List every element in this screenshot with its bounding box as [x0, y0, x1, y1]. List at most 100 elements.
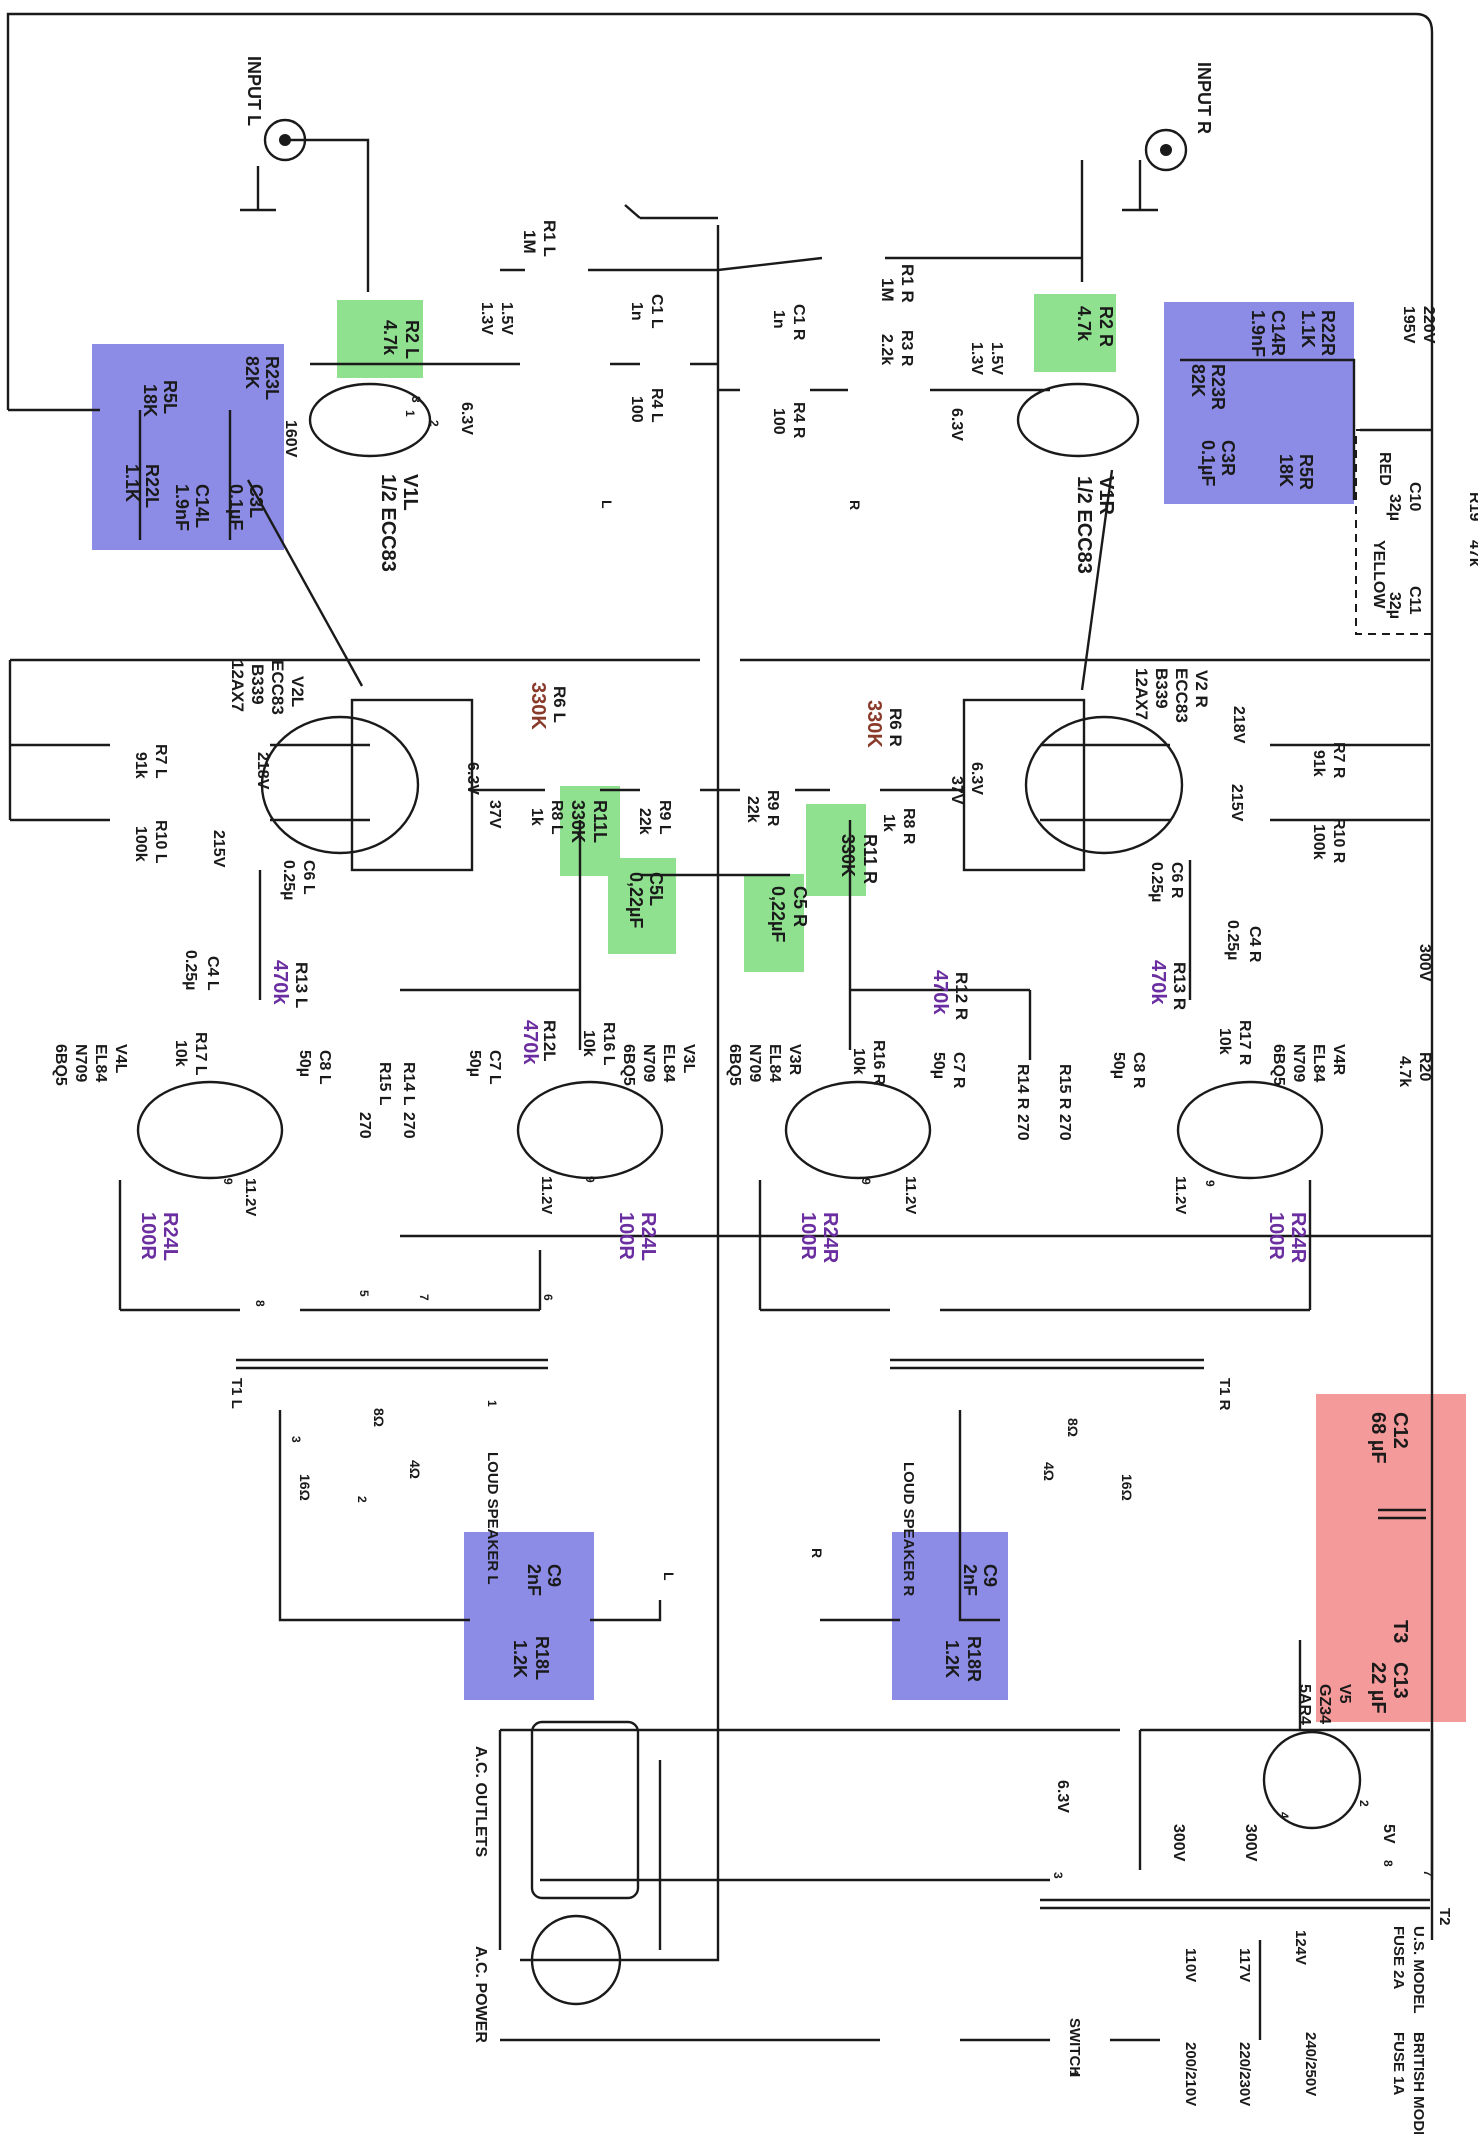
c8l-value: 50µ — [296, 1050, 313, 1077]
c11-value: 32µ — [1386, 592, 1403, 619]
v4r-n709: N709 — [1290, 1044, 1307, 1082]
r17r-label: R17 R — [1236, 1020, 1253, 1066]
v2l-218: 218V — [254, 752, 271, 790]
c4l-label: C4 L — [204, 956, 221, 991]
c3r-value: 0.1µF — [1198, 440, 1218, 486]
c5l-label: C5L — [646, 872, 666, 906]
v5-label: V5 — [1336, 1684, 1353, 1704]
tube-v2l — [260, 715, 420, 855]
c14r-value: 1.9nF — [1248, 310, 1268, 357]
r13r-value: 470k — [1147, 960, 1169, 1005]
pin-1-switch: 1 — [1067, 2070, 1081, 2077]
r22r-value: 1.1K — [1298, 310, 1318, 348]
r4l-label: R4 L — [648, 388, 665, 423]
c12-label: C12 — [1389, 1412, 1411, 1449]
tube-v2r — [1024, 715, 1184, 855]
ac-outlets-symbol — [530, 1720, 640, 1900]
supply-195: 195V — [1400, 306, 1417, 344]
r15r-label: R15 R — [1056, 1064, 1073, 1110]
r17l-value: 10k — [172, 1040, 189, 1067]
speaker-l-label: LOUD SPEAKER L — [484, 1452, 501, 1585]
r2r-value: 4.7k — [1074, 306, 1094, 342]
c8r-label: C8 R — [1130, 1052, 1147, 1089]
pin-8-t1l: 8 — [253, 1300, 267, 1307]
pin-7-t2: 7 — [1421, 1870, 1435, 1877]
us-model-label: U.S. MODEL — [1410, 1926, 1427, 2014]
v4l-6bq5: 6BQ5 — [52, 1044, 69, 1086]
r8r-value: 1k — [880, 814, 897, 832]
input-jack-right-center — [1160, 144, 1172, 156]
pin-8-v5: 8 — [1381, 1860, 1395, 1867]
c5l-value: 0,22µF — [626, 872, 646, 928]
r12r-label: R12 R — [952, 972, 971, 1020]
net-marker-l-1: L — [599, 500, 615, 509]
pin-2-t1l: 2 — [355, 1496, 369, 1503]
pin-7-t1l: 7 — [417, 1294, 431, 1301]
v2l-63: 6.3V — [464, 762, 481, 795]
v3l-6bq5: 6BQ5 — [620, 1044, 637, 1086]
r10l-value: 100k — [132, 826, 149, 862]
v300-label: 300V — [1416, 944, 1433, 982]
c7l-label: C7 L — [486, 1050, 503, 1085]
c6l-value: 0.25µ — [280, 860, 297, 900]
r12l-value: 470k — [519, 1020, 541, 1065]
c3l-value: 0.1µF — [226, 484, 246, 530]
r23r-value: 82K — [1188, 364, 1208, 397]
tube-v4r — [1176, 1080, 1324, 1180]
r13l-label: R13 L — [292, 962, 311, 1008]
v3l-label: V3L — [680, 1044, 697, 1074]
c7r-label: C7 R — [950, 1052, 967, 1089]
r14l-label: R14 L — [400, 1062, 417, 1106]
tube-v5 — [1262, 1730, 1362, 1830]
ac-power-label: A.C. POWER — [472, 1946, 489, 2043]
highlight-feedback-left — [92, 344, 284, 550]
highlight-choke-filter — [1316, 1394, 1466, 1722]
c9r-value: 2nF — [960, 1564, 980, 1596]
c6r-label: C6 R — [1168, 862, 1185, 899]
pin-9-v4r: 9 — [1203, 1180, 1217, 1187]
switch-label: SWITCH — [1066, 2018, 1083, 2077]
sec-300a-label: 300V — [1170, 1824, 1187, 1862]
r12r-value: 470k — [929, 970, 951, 1015]
tap-4-l: 4Ω — [407, 1460, 423, 1479]
highlight-feedback-right — [1164, 302, 1354, 504]
c11-label: C11 — [1406, 586, 1423, 615]
tap-4-r: 4Ω — [1041, 1462, 1057, 1481]
v1r-type: 1/2 ECC83 — [1073, 476, 1095, 574]
british-model-label: BRITISH MODEL — [1410, 2032, 1427, 2134]
r10l-label: R10 L — [152, 820, 169, 864]
r11r-value: 330K — [838, 834, 858, 877]
r14r-label: R14 R — [1014, 1064, 1031, 1110]
v3l-el84: EL84 — [660, 1044, 677, 1082]
r23r-label: R23R — [1208, 364, 1228, 410]
wiring — [6, 12, 1434, 2042]
c1l-label: C1 L — [648, 294, 665, 329]
r17l-label: R17 L — [192, 1032, 209, 1076]
v2r-37: 37V — [948, 776, 965, 805]
supply-220: 220V — [1420, 306, 1437, 344]
net-marker-r-2: R — [809, 1548, 825, 1558]
c13-label: C13 — [1389, 1662, 1411, 1699]
r24r-a-label: R24R — [819, 1212, 841, 1264]
r15r-value: 270 — [1056, 1114, 1073, 1141]
net-marker-l-2: L — [661, 1572, 677, 1581]
c8l-label: C8 L — [316, 1050, 333, 1085]
r16l-value: 10k — [580, 1030, 597, 1057]
r16l-label: R16 L — [600, 1022, 617, 1066]
r9l-value: 22k — [636, 808, 653, 835]
r20-value: 4.7k — [1396, 1056, 1413, 1087]
r4r-value: 100 — [770, 408, 787, 435]
r19-label: R19 — [1466, 492, 1478, 521]
r1l-label: R1 L — [540, 220, 559, 257]
c14r-label: C14R — [1268, 310, 1288, 356]
r5l-value: 18K — [140, 384, 160, 417]
c3l-label: C3L — [246, 484, 266, 518]
v1l-type: 1/2 ECC83 — [377, 474, 399, 572]
sec-63-label: 6.3V — [1054, 1780, 1071, 1813]
r18l-value: 1.2K — [510, 1640, 530, 1678]
r7l-label: R7 L — [152, 744, 169, 779]
pin-2-v5: 2 — [1357, 1800, 1371, 1807]
r10r-label: R10 R — [1330, 818, 1347, 864]
r1r-value: 1M — [878, 278, 897, 302]
